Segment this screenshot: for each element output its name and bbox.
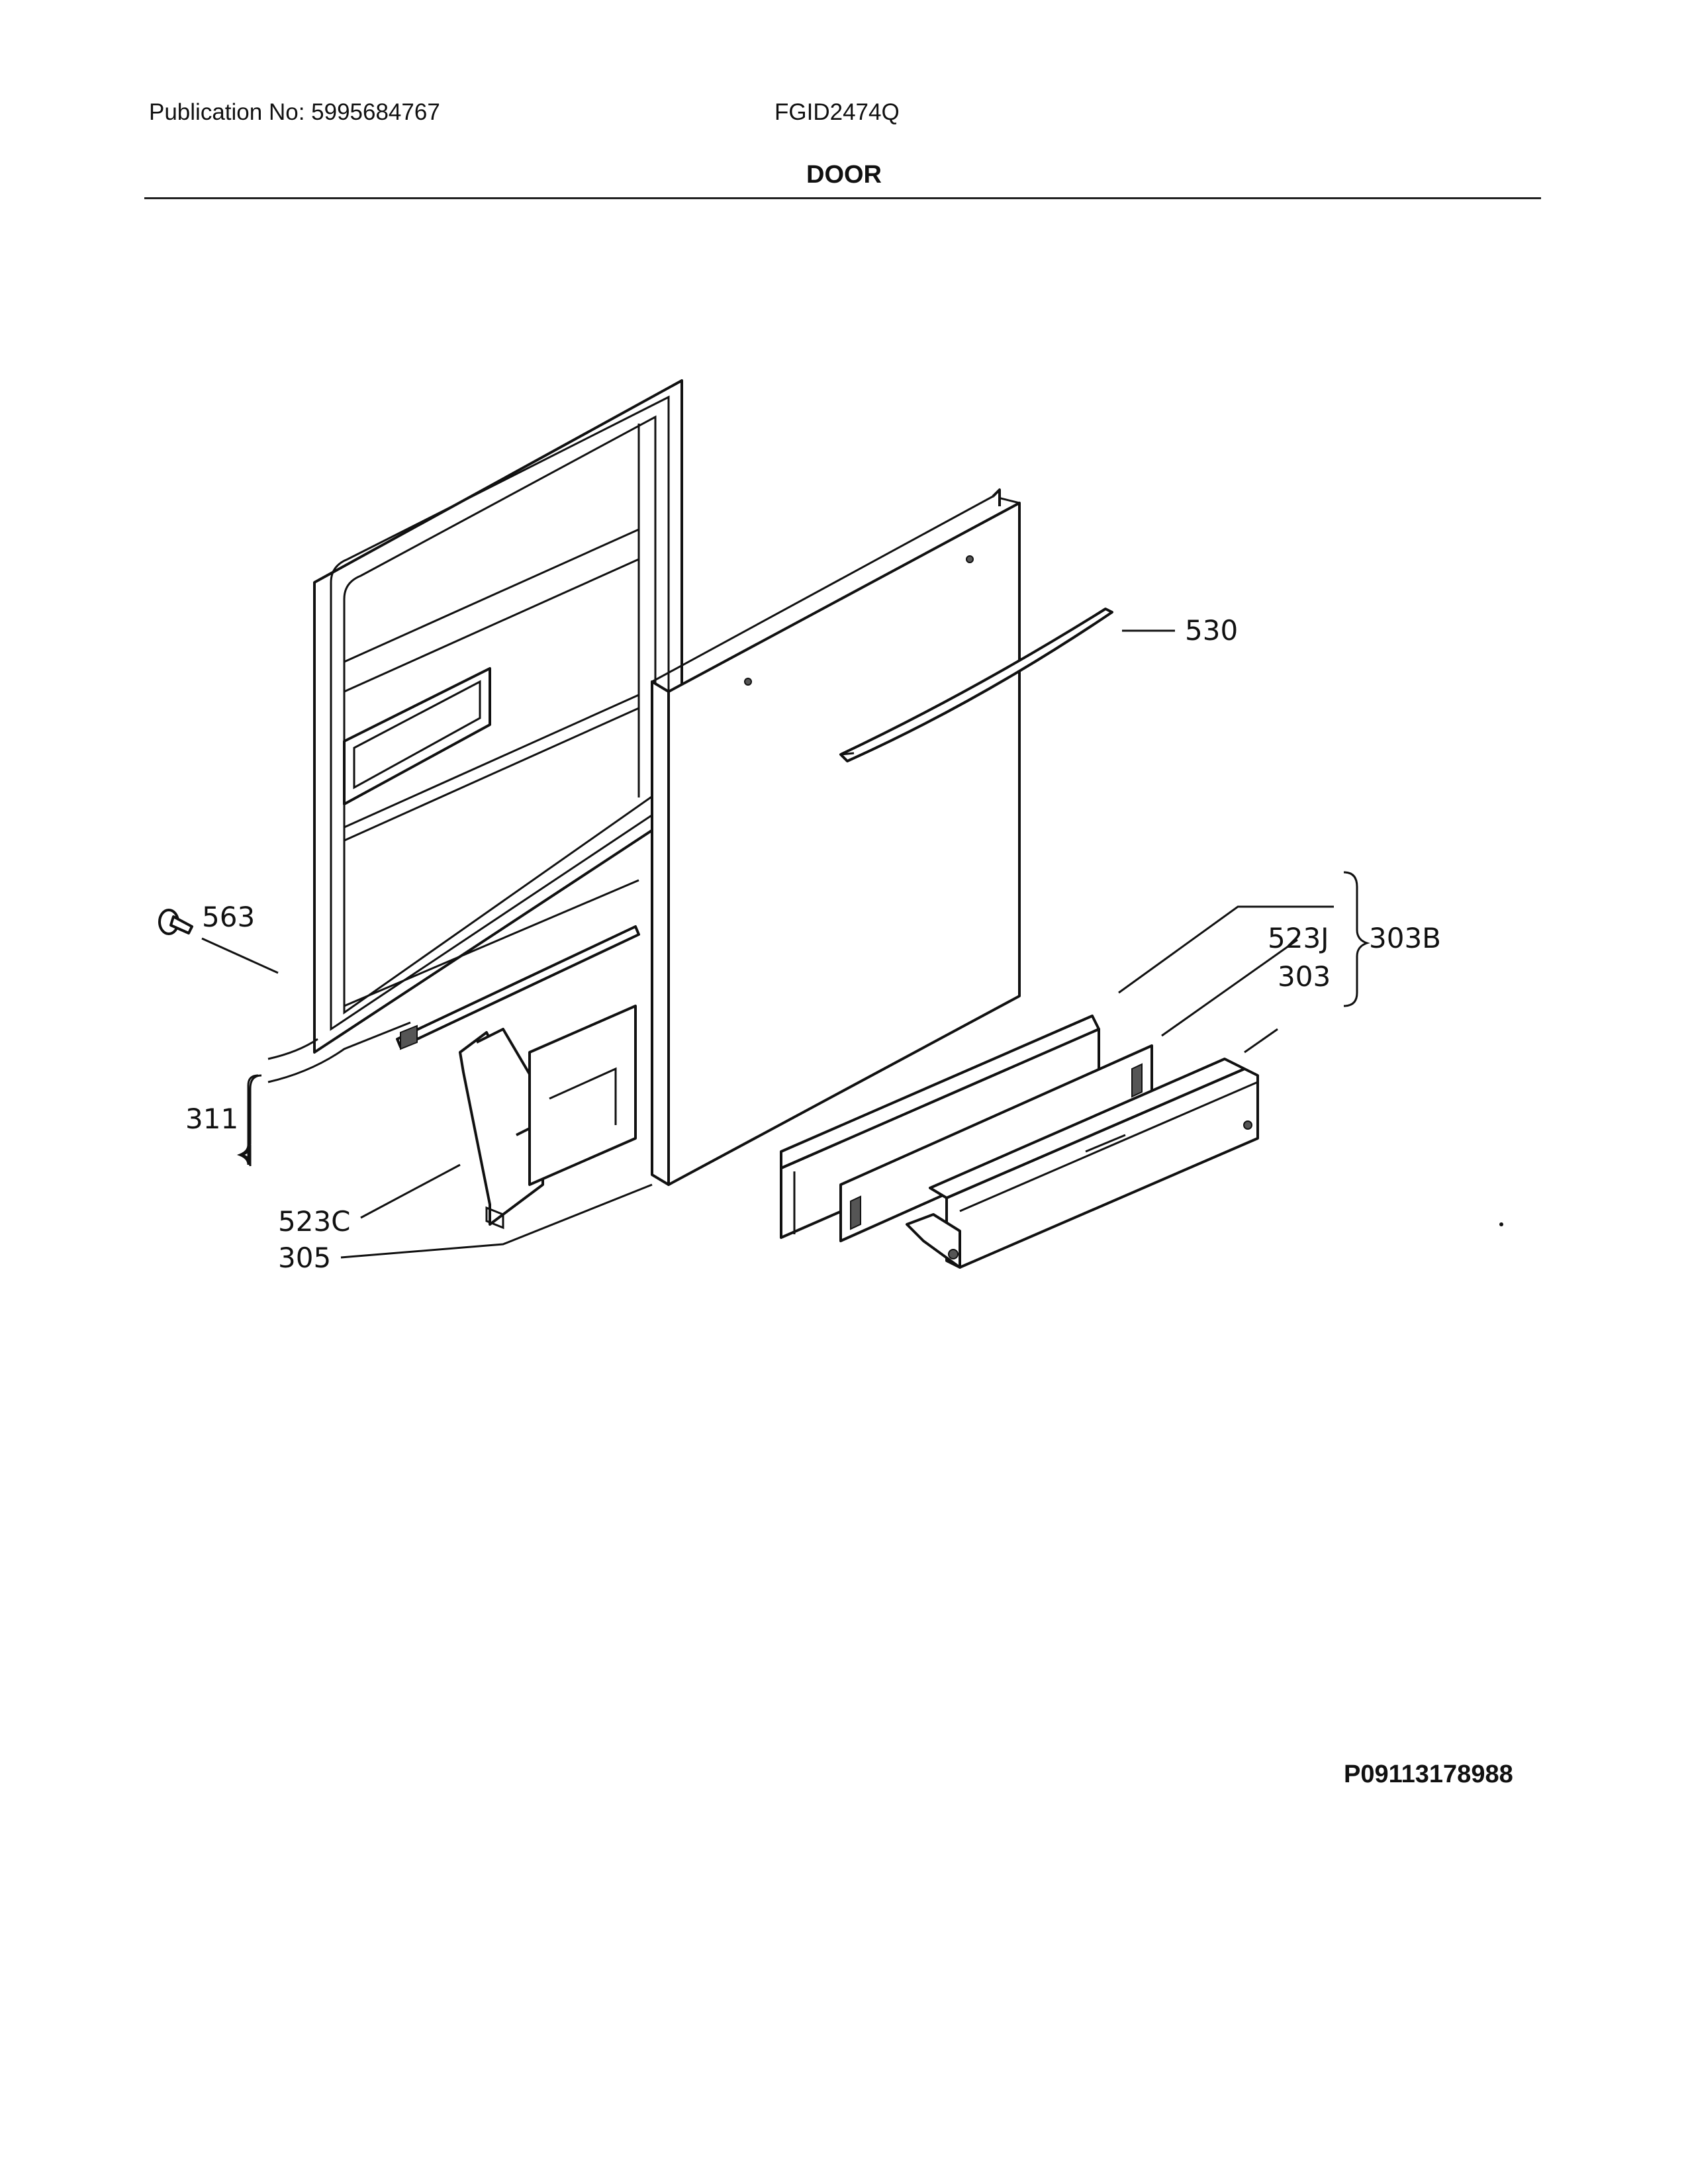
publication-number: Publication No: 5995684767 [149,99,440,125]
brace-311 [236,1074,259,1165]
outer-door-panel [651,488,1021,1186]
label-311: 311 [185,1103,238,1135]
document-code: P09113178988 [1344,1760,1513,1788]
label-563: 563 [202,901,255,933]
brace-311-full [241,1074,262,1167]
inner-door-panel [313,379,683,1054]
lower-support-channel [906,1058,1259,1269]
label-523j: 523J [1268,922,1329,954]
header-rule [144,197,1541,199]
stray-mark [1499,1222,1503,1226]
section-title: DOOR [806,161,882,189]
door-handle [839,608,1113,762]
screw-icon [158,909,193,935]
brace-303b [1343,871,1370,1007]
model-number: FGID2474Q [774,99,900,125]
label-303b: 303B [1369,922,1441,954]
label-530: 530 [1185,614,1238,647]
label-305: 305 [278,1242,331,1274]
leader-lines [201,629,1334,1259]
label-523c: 523C [278,1205,351,1238]
hinge-bracket [396,925,640,1230]
label-303: 303 [1278,960,1331,993]
